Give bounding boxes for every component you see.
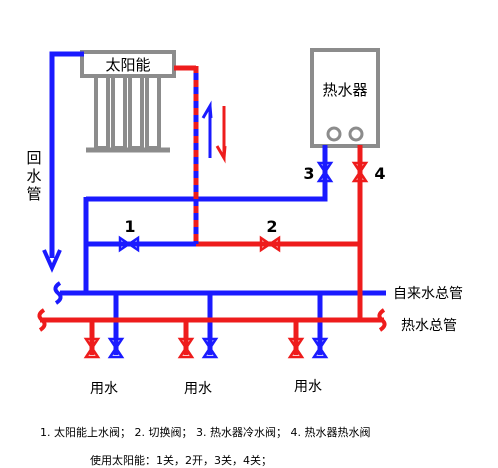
solar-collector: 太阳能	[80, 50, 176, 153]
return-label-3: 管	[26, 185, 41, 203]
outlet-1-label: 用水	[90, 381, 118, 397]
outlet-3-label: 用水	[294, 379, 322, 395]
heater-label: 热水器	[322, 81, 367, 99]
down-arrow	[215, 106, 227, 164]
solar-tubes	[94, 74, 161, 150]
up-arrow	[201, 100, 213, 158]
heater-knob-left	[326, 126, 342, 142]
solar-label: 太阳能	[105, 56, 150, 74]
usage-instruction: 使用太阳能：1关，2开，3关，4关；	[90, 454, 272, 467]
outlet-2-label: 用水	[184, 381, 212, 397]
hot-main-break-right	[377, 308, 387, 332]
heater-body	[310, 48, 380, 148]
valve-1-label: 1	[124, 217, 135, 236]
cold-main-label: 自来水总管	[393, 286, 463, 302]
return-arrow	[42, 249, 62, 273]
return-label-1: 回	[26, 149, 41, 167]
heater-knob-right	[348, 126, 364, 142]
heater-cold-feed	[86, 172, 328, 202]
valve-4-label: 4	[374, 164, 385, 183]
hot-main-break-left	[37, 308, 47, 332]
valve-2-label: 2	[266, 217, 277, 236]
return-label-2: 水	[26, 167, 41, 185]
valve-3-label: 3	[303, 164, 314, 183]
hot-main-label: 热水总管	[401, 318, 457, 334]
cold-main-break	[53, 281, 63, 305]
valve-legend: 1. 太阳能上水阀； 2. 切换阀； 3. 热水器冷水阀； 4. 热水器热水阀	[40, 426, 371, 439]
water-heater: 热水器	[310, 48, 380, 148]
return-pipe	[49, 51, 84, 258]
flow-arrows	[201, 100, 227, 164]
